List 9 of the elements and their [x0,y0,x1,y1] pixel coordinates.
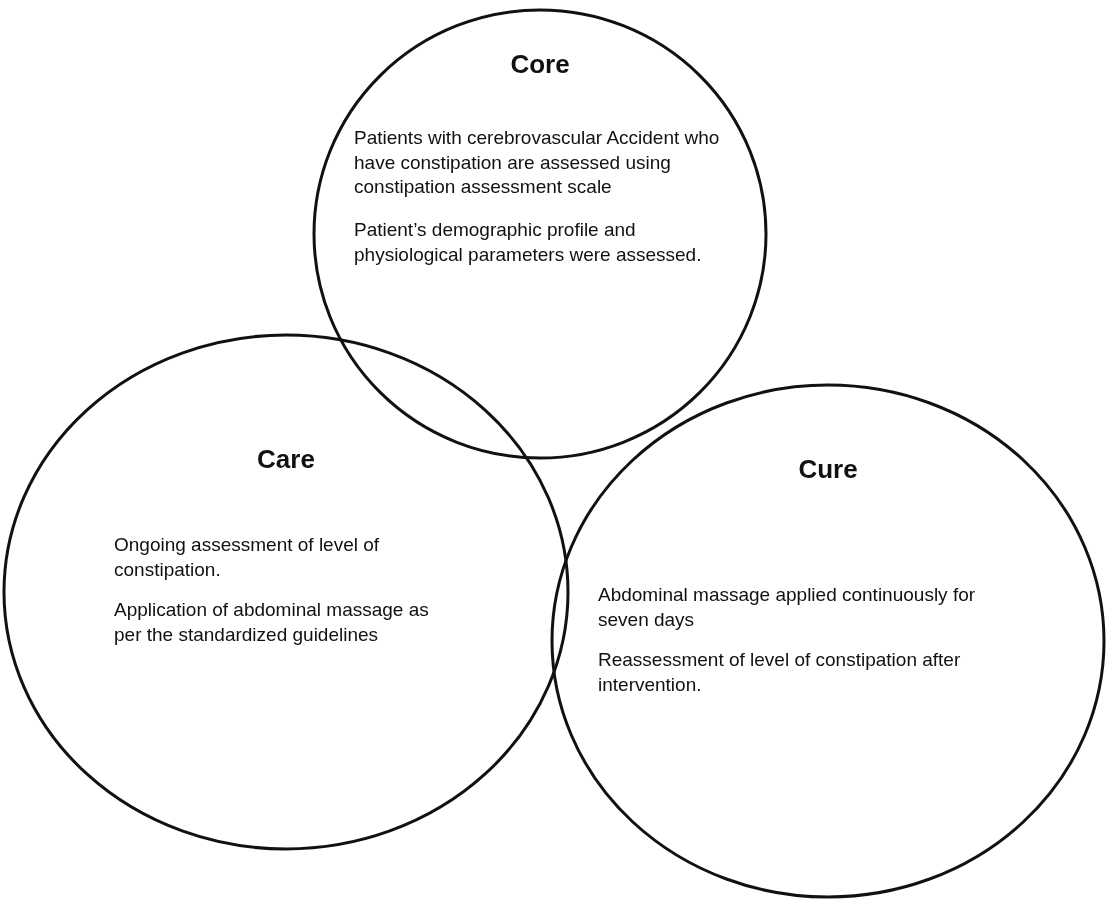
circle-heading: Care [256,443,316,476]
description-text: Ongoing assessment of level of constipation. [114,533,381,582]
description-text: Application of abdominal massage as per the standardized guidelines [114,598,430,647]
description-text: Reassessment of level of constipation after intervention. [598,648,962,697]
description-text: Abdominal massage applied continuously for seven days [598,583,977,632]
description-text: Patient’s demographic profile and physiological parameters were assessed. [354,218,703,267]
description-text: Patients with cerebrovascular Accident who have constipation are assessed using constipation assessment scale [354,126,721,200]
circle-heading: Cure [797,453,859,486]
circle-heading: Core [509,48,571,81]
